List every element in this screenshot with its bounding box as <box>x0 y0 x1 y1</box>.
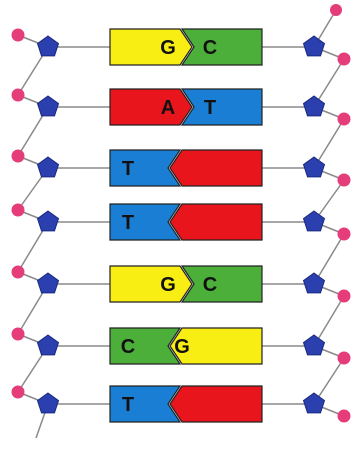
base-letter-left: T <box>122 212 134 234</box>
phosphate-right <box>337 289 351 303</box>
phosphate-right <box>337 52 351 66</box>
base-left-G <box>109 28 193 66</box>
base-right-A <box>169 149 263 187</box>
phosphate-right <box>337 112 351 126</box>
base-letter-left: A <box>161 97 175 119</box>
base-letter-left: T <box>122 158 134 180</box>
base-letter-left: G <box>160 274 176 296</box>
backbone-segment <box>313 58 345 108</box>
phosphate-right <box>337 173 351 187</box>
backbone-segment <box>313 233 345 285</box>
sugar-phosphate-layer <box>11 4 351 423</box>
phosphate-right-top <box>330 4 342 16</box>
sugar-right <box>302 392 326 414</box>
base-right-A <box>169 385 263 423</box>
base-letter-left: T <box>122 394 134 416</box>
base-left-T <box>109 203 182 241</box>
sugar-left <box>36 392 60 414</box>
base-right-A <box>169 203 263 241</box>
base-left-T <box>109 385 182 423</box>
sugar-right <box>302 210 326 232</box>
base-letter-right: C <box>203 274 217 296</box>
phosphate-left <box>11 203 25 217</box>
sugar-right <box>302 272 326 294</box>
phosphate-left <box>11 327 25 341</box>
base-letter-left: G <box>160 37 176 59</box>
phosphate-right <box>337 409 351 423</box>
sugar-left <box>36 210 60 232</box>
base-letter-right: T <box>204 97 216 119</box>
base-left-A <box>109 88 193 126</box>
sugar-left <box>36 95 60 117</box>
backbone-segment <box>313 118 345 169</box>
base-letter-right: C <box>203 37 217 59</box>
backbone-segment <box>313 295 345 347</box>
base-pair: T <box>109 385 263 423</box>
phosphate-left <box>11 385 25 399</box>
sugar-left <box>36 334 60 356</box>
base-letter-right: G <box>174 336 190 358</box>
base-left-C <box>109 327 182 365</box>
sugar-right <box>302 95 326 117</box>
sugar-left <box>36 156 60 178</box>
phosphate-left <box>11 265 25 279</box>
base-left-T <box>109 149 182 187</box>
sugar-left <box>36 35 60 57</box>
base-right-C <box>180 265 263 303</box>
phosphate-right <box>337 227 351 241</box>
sugar-right <box>302 334 326 356</box>
base-letter-left: C <box>121 336 135 358</box>
base-right-C <box>180 28 263 66</box>
phosphate-left <box>11 149 25 163</box>
sugar-right <box>302 156 326 178</box>
sugar-right <box>302 35 326 57</box>
phosphate-left <box>11 88 25 102</box>
base-pair: T <box>109 149 263 187</box>
base-pair: T <box>109 203 263 241</box>
base-left-G <box>109 265 193 303</box>
phosphate-left <box>11 28 25 42</box>
base-right-G <box>169 327 263 365</box>
sugar-left <box>36 272 60 294</box>
base-right-T <box>180 88 263 126</box>
phosphate-right <box>337 351 351 365</box>
